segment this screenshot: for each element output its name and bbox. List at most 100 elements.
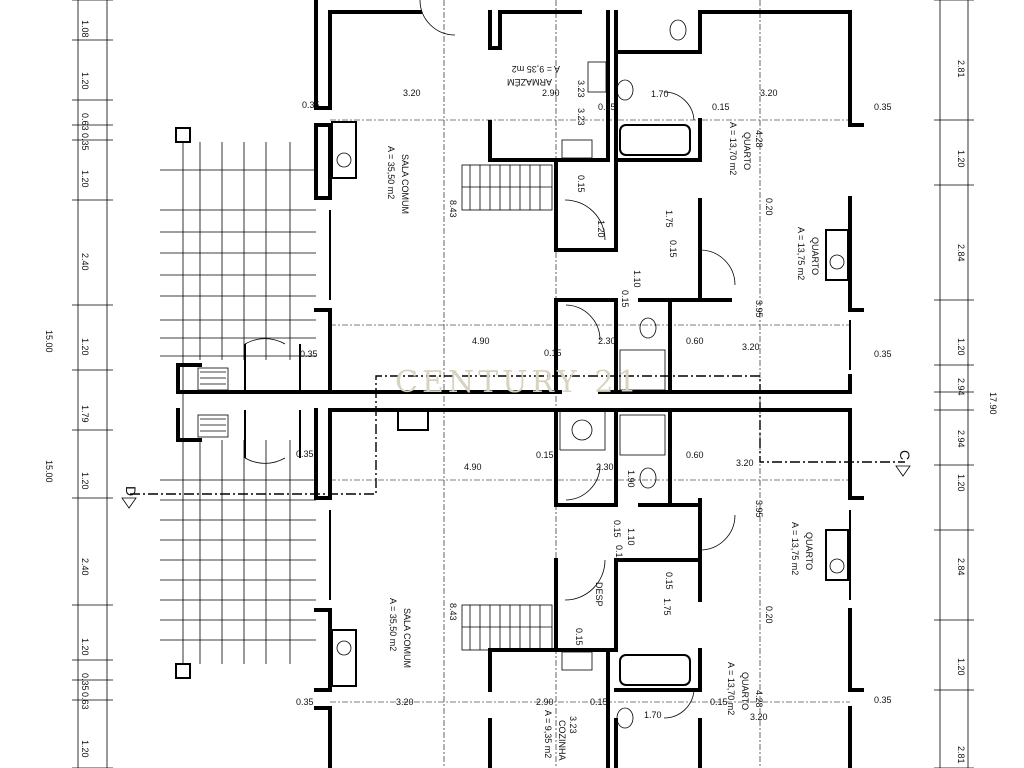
right-dimension-labels: 2.811.202.841.202.942.941.202.841.202.81 xyxy=(956,60,966,764)
dimension-lines xyxy=(72,0,974,768)
lower-dimension-label: 1.75 xyxy=(662,598,672,616)
left-dimension-label: 0.35 xyxy=(80,673,90,691)
room-area: A = 9,35 m2 xyxy=(512,64,560,74)
stairs xyxy=(197,164,553,651)
upper-dimension-label: 3.23 xyxy=(576,108,586,126)
lower-dimension-label: 2.30 xyxy=(596,462,614,472)
section-label-c: C xyxy=(897,450,913,460)
right-dimension-label: 2.94 xyxy=(956,378,966,396)
left-dimension-label: 1.20 xyxy=(80,638,90,656)
upper-dimension-label: 0.15 xyxy=(576,175,586,193)
room-area: A = 13,75 m2 xyxy=(790,522,800,575)
room-area: A = 13,75 m2 xyxy=(796,227,806,280)
room-area: A = 13,70 m2 xyxy=(726,662,736,715)
upper-dimension-label: 0.35 xyxy=(302,100,320,110)
lower-dimension-label: 3.20 xyxy=(396,697,414,707)
desp-label: DESP xyxy=(594,582,604,607)
upper-dimension-label: 3.20 xyxy=(403,88,421,98)
lower-dimension-label: 0.15 xyxy=(612,520,622,538)
right-dimension-label: 2.81 xyxy=(956,746,966,764)
doors xyxy=(244,0,851,719)
right-total: 17.90 xyxy=(988,392,998,415)
room-area: A = 13,70 m2 xyxy=(728,122,738,175)
room-name: QUARTO xyxy=(742,132,752,170)
upper-dimension-label: 3.95 xyxy=(754,300,764,318)
left-dimension-label: 0.63 xyxy=(80,113,90,131)
upper-dimension-label: 4.90 xyxy=(472,336,490,346)
left-dimension-label: 1.20 xyxy=(80,170,90,188)
watermark: CENTURY 21 xyxy=(395,365,641,400)
lower-dimension-label: 8.43 xyxy=(448,603,458,621)
room-name: ARMAZÉM xyxy=(507,77,552,87)
upper-dimension-label: 1.20 xyxy=(596,220,606,238)
left-dimension-label: 1.20 xyxy=(80,72,90,90)
left-dimension-label: 2.40 xyxy=(80,253,90,271)
right-dimension-label: 2.84 xyxy=(956,558,966,576)
lower-dimension-label: 1.70 xyxy=(644,710,662,720)
right-dimension-label: 1.20 xyxy=(956,338,966,356)
upper-dimension-label: 1.10 xyxy=(632,270,642,288)
lower-dimension-label: 3.23 xyxy=(568,716,578,734)
section-lines xyxy=(130,0,905,768)
room-name: SALA COMUM xyxy=(400,154,410,214)
upper-dimension-label: 0.35 xyxy=(300,349,318,359)
right-dimension-label: 1.20 xyxy=(956,658,966,676)
room-area: A = 35,50 m2 xyxy=(386,146,396,199)
left-dimension-label: 1.79 xyxy=(80,405,90,423)
upper-dimension-label: 0.60 xyxy=(686,336,704,346)
upper-dimension-label: 2.30 xyxy=(598,336,616,346)
left-dimension-label: 2.40 xyxy=(80,558,90,576)
left-dimension-label: 1.20 xyxy=(80,338,90,356)
room-name: SALA COMUM xyxy=(402,608,412,668)
upper-dimension-label: 0.15 xyxy=(668,240,678,258)
section-marker-d: D xyxy=(121,486,139,509)
lower-dimension-label: 0.35 xyxy=(296,697,314,707)
upper-dimension-label: 3.20 xyxy=(760,88,778,98)
lower-dimension-label: 0.15 xyxy=(614,545,624,563)
left-dimension-label: 1.20 xyxy=(80,740,90,758)
right-dimension-label: 2.94 xyxy=(956,430,966,448)
upper-dimension-label: 3.20 xyxy=(742,342,760,352)
upper-dimension-label: 0.15 xyxy=(598,102,616,112)
room-name: QUARTO xyxy=(740,672,750,710)
left-dimension-label: 1.08 xyxy=(80,20,90,38)
right-dimension-label: 2.84 xyxy=(956,244,966,262)
fixtures xyxy=(331,19,849,729)
upper-dimension-label: 3.23 xyxy=(576,80,586,98)
lower-dimension-label: 0.35 xyxy=(296,449,314,459)
left-total-bottom: 15.00 xyxy=(44,460,54,483)
lower-dimension-label: 0.60 xyxy=(686,450,704,460)
room-name: QUARTO xyxy=(810,237,820,275)
upper-dimension-label: 0.15 xyxy=(620,290,630,308)
lower-dimension-label: 2.90 xyxy=(536,697,554,707)
lower-dimension-label: 0.15 xyxy=(574,628,584,646)
lower-dimension-label: 0.15 xyxy=(590,697,608,707)
lower-dimension-label: 4.28 xyxy=(754,690,764,708)
upper-dimension-label: 8.43 xyxy=(448,200,458,218)
upper-dimension-label: 2.90 xyxy=(542,88,560,98)
left-dimension-labels: 1.081.200.630.351.202.401.201.791.202.40… xyxy=(80,20,90,758)
lower-dimension-label: 1.90 xyxy=(626,470,636,488)
left-total-top: 15.00 xyxy=(44,330,54,353)
lower-dimension-label: 3.20 xyxy=(736,458,754,468)
upper-dimension-label: 1.70 xyxy=(651,89,669,99)
upper-dimension-label: 4.28 xyxy=(754,130,764,148)
lower-dimension-label: 0.20 xyxy=(764,606,774,624)
lower-dimension-label: 1.10 xyxy=(626,528,636,546)
left-dimension-label: 0.35 xyxy=(80,133,90,151)
lower-unit-labels: COZINHA A = 9,35 m2 SALA COMUM A = 35,50… xyxy=(388,522,814,761)
room-area: A = 35,50 m2 xyxy=(388,598,398,651)
upper-dimension-label: 0.35 xyxy=(874,349,892,359)
upper-unit-labels: ARMAZÉM A = 9,35 m2 SALA COMUM A = 35,50… xyxy=(386,64,820,280)
room-name: COZINHA xyxy=(557,720,567,761)
pergola xyxy=(160,127,316,679)
upper-dimension-label: 0.35 xyxy=(874,102,892,112)
room-area: A = 9,35 m2 xyxy=(543,710,553,758)
left-dimension-label: 0.63 xyxy=(80,692,90,710)
lower-dimension-label: 0.35 xyxy=(874,695,892,705)
upper-dimension-label: 1.75 xyxy=(664,210,674,228)
right-dimension-label: 1.20 xyxy=(956,474,966,492)
